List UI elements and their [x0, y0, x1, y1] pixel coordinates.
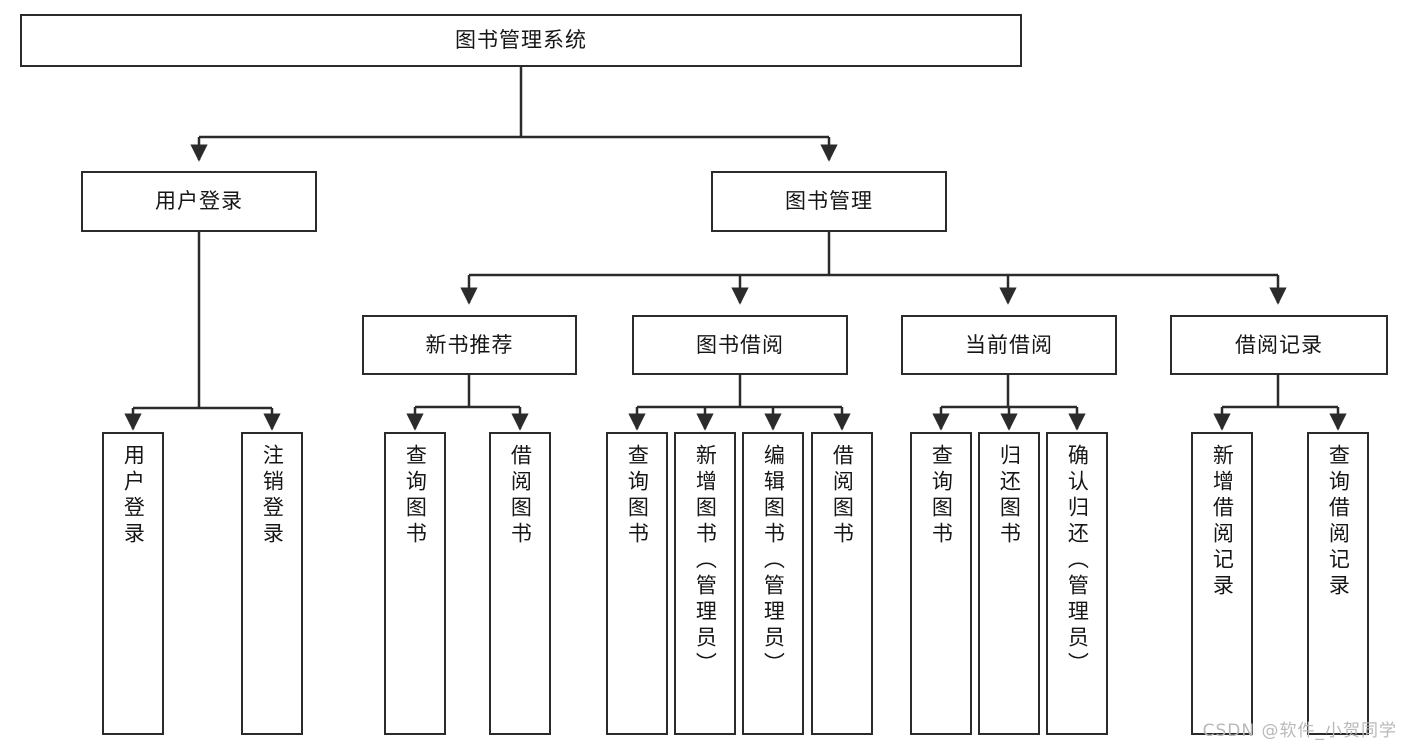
node-leaf-borrow-book-2[interactable]: 借阅图书	[811, 432, 873, 735]
node-leaf-add-book-label: 新增图书（管理员）	[693, 444, 718, 678]
node-user-login-label: 用户登录	[155, 189, 243, 214]
node-leaf-borrow-book-1[interactable]: 借阅图书	[489, 432, 551, 735]
node-leaf-return-book[interactable]: 归还图书	[978, 432, 1040, 735]
node-leaf-add-record-label: 新增借阅记录	[1210, 444, 1235, 600]
node-borrow-record-label: 借阅记录	[1235, 332, 1323, 357]
node-leaf-user-logout-label: 注销登录	[260, 444, 285, 548]
node-root[interactable]: 图书管理系统	[20, 14, 1022, 67]
node-leaf-user-logout[interactable]: 注销登录	[241, 432, 303, 735]
node-leaf-query-book-3[interactable]: 查询图书	[910, 432, 972, 735]
node-leaf-edit-book-label: 编辑图书（管理员）	[761, 444, 786, 678]
node-leaf-add-book[interactable]: 新增图书（管理员）	[674, 432, 736, 735]
node-leaf-user-login-label: 用户登录	[121, 444, 146, 548]
node-book-manage[interactable]: 图书管理	[711, 171, 947, 232]
node-book-manage-label: 图书管理	[785, 189, 873, 214]
node-current-borrow-label: 当前借阅	[965, 332, 1053, 357]
node-root-label: 图书管理系统	[455, 28, 587, 53]
node-current-borrow[interactable]: 当前借阅	[901, 315, 1117, 375]
watermark: CSDN @软件_小贺同学	[1202, 721, 1397, 741]
node-new-book-rec-label: 新书推荐	[425, 332, 514, 357]
node-book-borrow-label: 图书借阅	[696, 332, 784, 357]
node-borrow-record[interactable]: 借阅记录	[1170, 315, 1388, 375]
node-leaf-confirm-return[interactable]: 确认归还（管理员）	[1046, 432, 1108, 735]
node-leaf-confirm-return-label: 确认归还（管理员）	[1065, 444, 1090, 678]
node-leaf-borrow-book-1-label: 借阅图书	[508, 444, 533, 548]
node-leaf-query-book-3-label: 查询图书	[929, 444, 954, 548]
node-book-borrow[interactable]: 图书借阅	[632, 315, 848, 375]
node-leaf-query-record-label: 查询借阅记录	[1326, 444, 1351, 600]
node-leaf-query-book-1-label: 查询图书	[403, 444, 428, 548]
node-leaf-user-login[interactable]: 用户登录	[102, 432, 164, 735]
node-leaf-query-book-2-label: 查询图书	[625, 444, 650, 548]
node-leaf-query-book-2[interactable]: 查询图书	[606, 432, 668, 735]
node-leaf-borrow-book-2-label: 借阅图书	[830, 444, 855, 548]
node-leaf-add-record[interactable]: 新增借阅记录	[1191, 432, 1253, 735]
node-leaf-query-book-1[interactable]: 查询图书	[384, 432, 446, 735]
node-user-login[interactable]: 用户登录	[81, 171, 317, 232]
node-leaf-query-record[interactable]: 查询借阅记录	[1307, 432, 1369, 735]
node-new-book-rec[interactable]: 新书推荐	[362, 315, 577, 375]
node-leaf-edit-book[interactable]: 编辑图书（管理员）	[742, 432, 804, 735]
node-leaf-return-book-label: 归还图书	[997, 444, 1022, 548]
